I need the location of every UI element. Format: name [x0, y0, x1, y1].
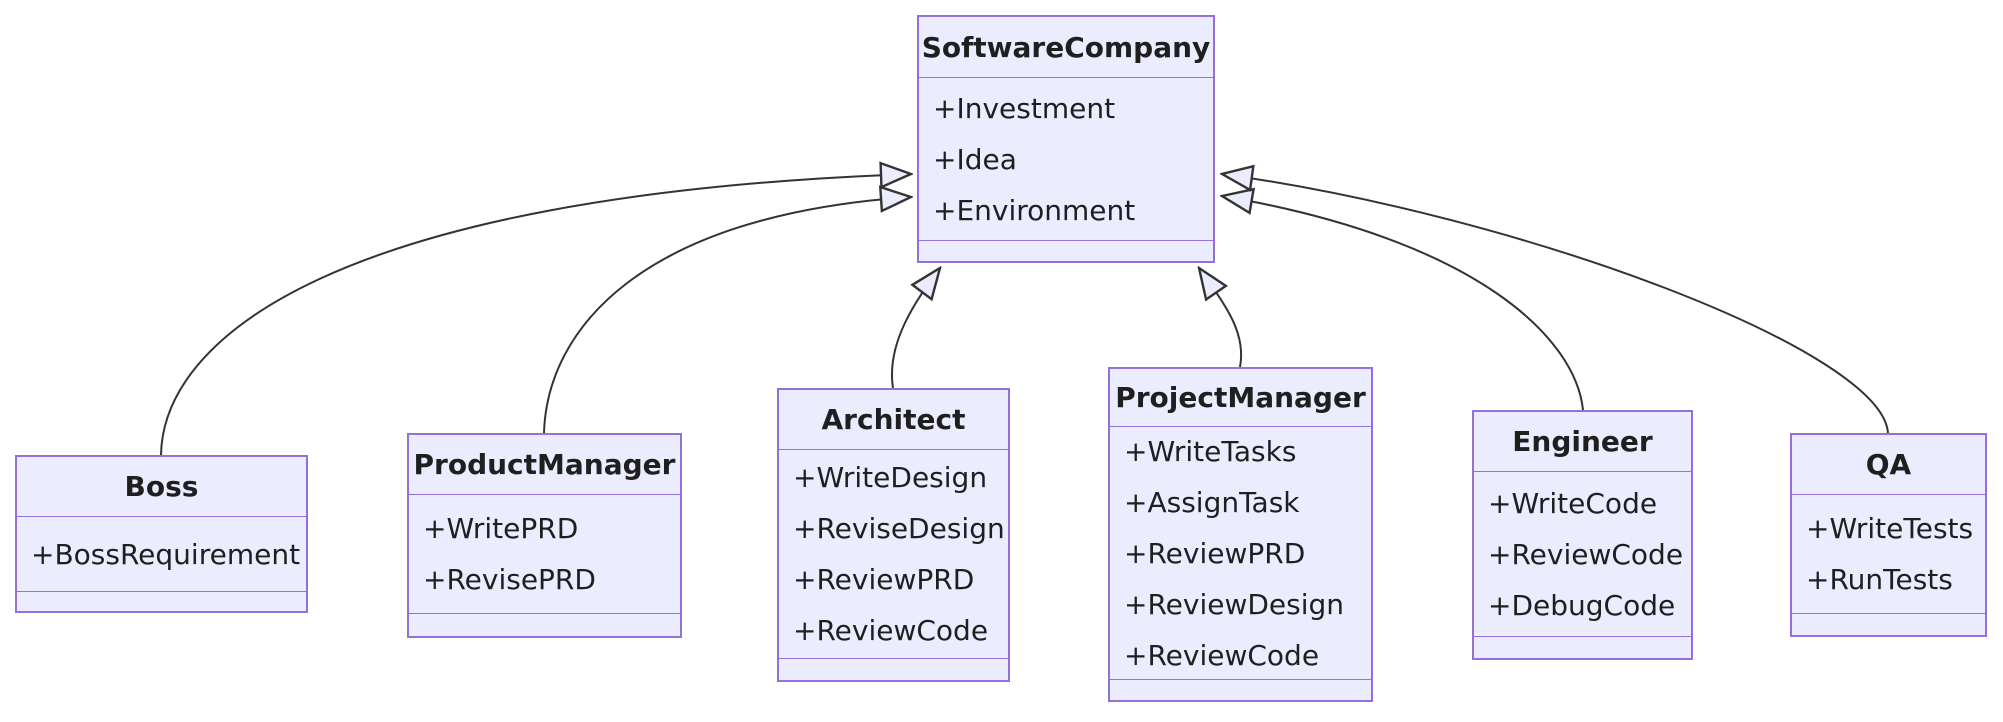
class-box-projectmanager: ProjectManager +WriteTasks +AssignTask +… — [1108, 367, 1373, 702]
class-attributes: +Investment +Idea +Environment — [919, 78, 1213, 240]
class-attribute: +BossRequirement — [31, 537, 301, 571]
class-attribute: +RevisePRD — [423, 563, 596, 596]
class-attribute: +Environment — [933, 193, 1136, 227]
class-attributes: +WriteTests +RunTests — [1792, 495, 1985, 613]
class-attribute: +ReviewCode — [793, 614, 989, 647]
class-title: Architect — [779, 390, 1008, 450]
class-title: QA — [1792, 435, 1985, 495]
class-box-architect: Architect +WriteDesign +ReviseDesign +Re… — [777, 388, 1010, 682]
inheritance-edge-projectmanager — [1199, 268, 1243, 368]
class-attribute: +DebugCode — [1488, 588, 1676, 622]
class-attributes: +BossRequirement — [17, 517, 306, 591]
class-attribute: +AssignTask — [1124, 485, 1300, 519]
class-methods-empty — [779, 658, 1008, 680]
class-attribute: +ReviewCode — [1488, 537, 1684, 571]
class-attribute: +ReviewPRD — [1124, 536, 1306, 570]
class-title: Boss — [17, 457, 306, 517]
class-attribute: +ReviseDesign — [793, 512, 1005, 545]
class-attribute: +RunTests — [1806, 563, 1953, 596]
class-attributes: +WriteCode +ReviewCode +DebugCode — [1474, 472, 1691, 636]
class-methods-empty — [1474, 636, 1691, 658]
class-attribute: +ReviewPRD — [793, 563, 975, 596]
inheritance-edge-architect — [890, 268, 940, 389]
inheritance-edge-qa — [1222, 174, 1889, 434]
class-title: Engineer — [1474, 412, 1691, 472]
class-methods-empty — [17, 591, 306, 611]
class-box-softwarecompany: SoftwareCompany +Investment +Idea +Envir… — [917, 15, 1215, 263]
class-attribute: +Idea — [933, 142, 1017, 176]
inheritance-edge-engineer — [1222, 196, 1584, 411]
class-attribute: +ReviewCode — [1124, 638, 1320, 672]
inheritance-edge-boss — [160, 174, 911, 456]
class-attributes: +WritePRD +RevisePRD — [409, 495, 680, 613]
class-title: SoftwareCompany — [919, 17, 1213, 78]
class-title: ProjectManager — [1110, 369, 1371, 427]
class-title: ProductManager — [409, 435, 680, 495]
class-methods-empty — [919, 240, 1213, 261]
class-box-productmanager: ProductManager +WritePRD +RevisePRD — [407, 433, 682, 638]
class-attribute: +WritePRD — [423, 512, 579, 545]
class-attribute: +Investment — [933, 91, 1116, 125]
class-box-qa: QA +WriteTests +RunTests — [1790, 433, 1987, 637]
class-attributes: +WriteDesign +ReviseDesign +ReviewPRD +R… — [779, 450, 1008, 658]
class-attribute: +WriteTasks — [1124, 434, 1297, 468]
class-attribute: +ReviewDesign — [1124, 587, 1345, 621]
class-attribute: +WriteTests — [1806, 512, 1974, 545]
class-methods-empty — [1792, 613, 1985, 635]
class-methods-empty — [1110, 679, 1371, 700]
inheritance-edge-productmanager — [543, 197, 911, 434]
class-attribute: +WriteDesign — [793, 461, 988, 494]
class-box-boss: Boss +BossRequirement — [15, 455, 308, 613]
class-attribute: +WriteCode — [1488, 486, 1658, 520]
class-box-engineer: Engineer +WriteCode +ReviewCode +DebugCo… — [1472, 410, 1693, 660]
class-attributes: +WriteTasks +AssignTask +ReviewPRD +Revi… — [1110, 427, 1371, 679]
class-methods-empty — [409, 613, 680, 636]
